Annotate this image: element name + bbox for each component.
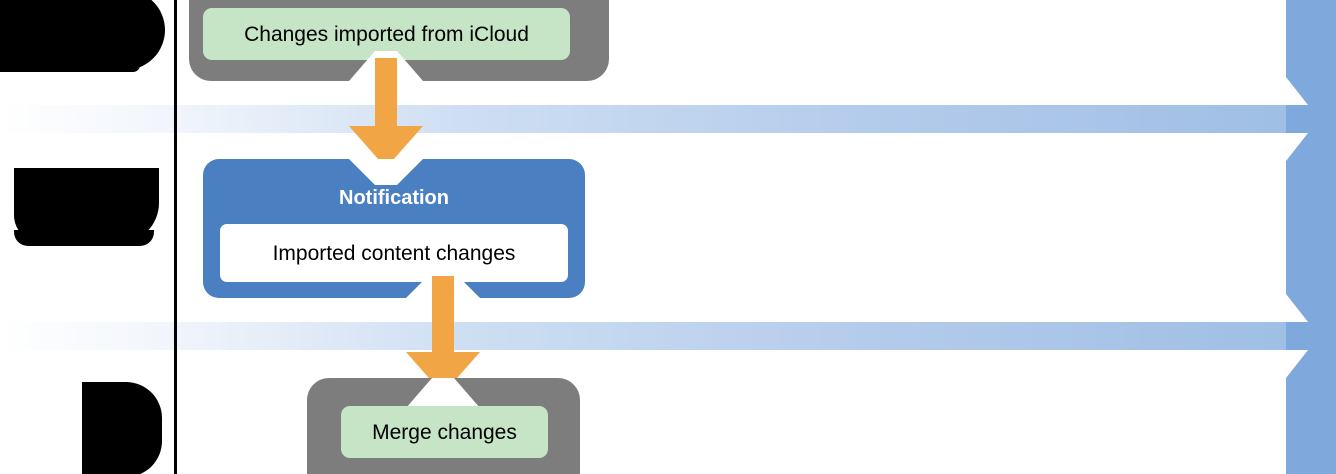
arrow-imported-to-notification-shaft bbox=[375, 58, 397, 156]
swimlane-band-1 bbox=[0, 105, 1336, 133]
redacted-label-1-tail bbox=[0, 58, 140, 72]
swimlane-band-2 bbox=[0, 322, 1336, 350]
notification-body-text: Imported content changes bbox=[220, 224, 568, 282]
column-divider bbox=[174, 0, 177, 474]
right-swimlane-rail bbox=[1286, 0, 1336, 474]
redacted-label-3 bbox=[82, 382, 162, 474]
node-merge-changes[interactable]: Merge changes bbox=[341, 406, 548, 458]
arrow-notification-to-merge-shaft bbox=[432, 276, 454, 388]
notification-title: Notification bbox=[339, 187, 449, 209]
redacted-label-2-tail bbox=[14, 230, 154, 246]
